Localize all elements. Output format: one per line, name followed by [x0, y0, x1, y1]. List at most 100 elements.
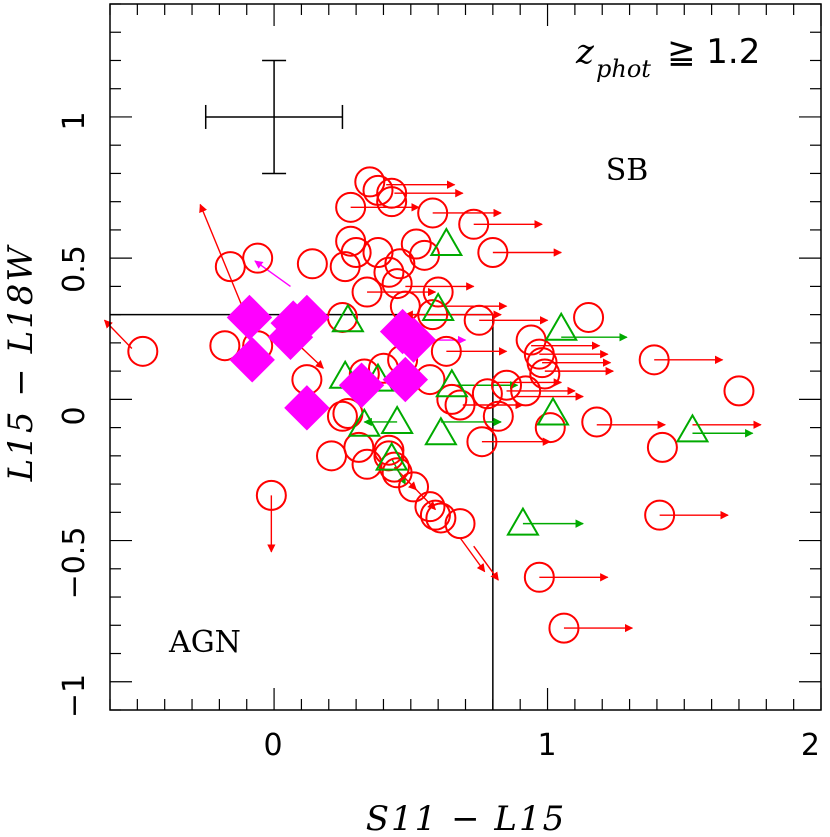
circle-point: [255, 479, 287, 511]
circle-point: [414, 491, 446, 523]
diamond-point: [284, 385, 330, 431]
circle-point: [378, 451, 410, 483]
circle-point: [466, 426, 498, 458]
circle-point: [381, 268, 413, 300]
circle-point: [335, 191, 367, 223]
circle-point: [335, 225, 367, 257]
circle-point: [398, 471, 430, 503]
triangle-point: [506, 506, 540, 536]
circle-point: [343, 431, 375, 463]
triangle-point: [544, 311, 578, 341]
triangle-series: [328, 227, 710, 536]
limit-arrow: [473, 545, 499, 581]
x-tick-label-1: 1: [537, 728, 556, 763]
triangle-point: [421, 291, 455, 321]
circle-point: [529, 358, 561, 390]
circle-point: [329, 251, 361, 283]
y-tick-label-1: 1: [57, 111, 92, 130]
diamond-point: [229, 337, 275, 383]
circle-point: [296, 248, 328, 280]
circle-point: [242, 242, 274, 274]
y-tick-label-neg1: −1: [57, 674, 92, 718]
triangle-point: [331, 303, 365, 333]
limit-arrow: [199, 203, 248, 318]
annotation-threshold: ≧ 1.2: [667, 32, 760, 72]
diamond-series: [226, 294, 437, 431]
circle-point: [523, 561, 555, 593]
circle-point: [534, 412, 566, 444]
circle-point: [526, 347, 558, 379]
limit-arrow: [459, 537, 486, 573]
circle-point: [723, 375, 755, 407]
circle-point: [548, 612, 580, 644]
circle-point: [638, 344, 670, 376]
diamond-point: [226, 294, 273, 341]
sb-region-label: SB: [606, 153, 649, 188]
diamond-point: [338, 362, 385, 408]
circle-point: [430, 335, 462, 367]
error-bar: [204, 59, 344, 175]
annotation-subscript: phot: [596, 55, 651, 83]
limit-arrow: [103, 319, 133, 350]
circle-point: [354, 166, 386, 198]
circle-point: [362, 237, 394, 269]
y-tick-label-0: 0: [57, 406, 92, 425]
circle-point: [209, 330, 241, 362]
redshift-annotation: z phot ≧ 1.2: [575, 32, 760, 83]
circle-point: [444, 389, 476, 421]
diamond-point: [390, 317, 437, 363]
circle-point: [419, 499, 451, 531]
x-tick-label-2: 2: [801, 728, 820, 763]
axis-ticks: [109, 3, 822, 711]
plot-frame: [109, 3, 822, 711]
circle-point: [646, 431, 678, 463]
circle-point: [644, 499, 676, 531]
circle-point: [482, 400, 514, 432]
y-tick-label-neg05: −0.5: [57, 527, 92, 600]
y-axis-title: L15 − L18W: [1, 244, 41, 483]
circle-point: [436, 383, 468, 415]
circle-point: [376, 186, 408, 218]
circle-point: [400, 228, 432, 260]
circle-point: [373, 434, 405, 466]
circle-point: [444, 508, 476, 540]
agn-region-label: AGN: [168, 625, 241, 660]
diamond-point: [382, 356, 429, 403]
triangle-point: [429, 227, 464, 257]
circle-point: [425, 502, 457, 534]
circle-point: [573, 301, 605, 333]
circle-point: [463, 304, 495, 336]
triangle-point: [424, 416, 458, 446]
circle-point: [316, 440, 348, 472]
y-tick-label-05: 0.5: [57, 245, 92, 293]
limit-arrows: [103, 180, 762, 633]
circle-point: [351, 276, 383, 308]
triangle-point: [675, 413, 710, 443]
circle-point: [491, 369, 523, 401]
circle-point: [376, 177, 408, 209]
circle-point: [417, 299, 449, 331]
circle-point: [326, 400, 358, 432]
circle-point: [510, 375, 542, 407]
circle-point: [458, 208, 490, 240]
region-boundary: [110, 313, 494, 710]
x-axis-title: S11 − L15: [366, 799, 567, 837]
annotation-z: z: [575, 32, 595, 72]
circle-point: [417, 197, 449, 229]
circle-point: [326, 301, 358, 333]
circle-point: [351, 448, 383, 480]
triangle-point: [374, 441, 409, 471]
circle-point: [477, 237, 509, 269]
circle-point: [581, 406, 613, 438]
circle-point: [373, 256, 405, 288]
diamond-point: [284, 294, 330, 341]
triangle-point: [347, 407, 382, 437]
triangle-point: [536, 396, 570, 426]
x-tick-label-0: 0: [263, 728, 282, 763]
circle-point: [471, 378, 503, 410]
triangle-point: [380, 404, 414, 434]
circle-point: [422, 276, 454, 308]
circle-point: [127, 335, 159, 367]
limit-arrow: [254, 260, 291, 287]
